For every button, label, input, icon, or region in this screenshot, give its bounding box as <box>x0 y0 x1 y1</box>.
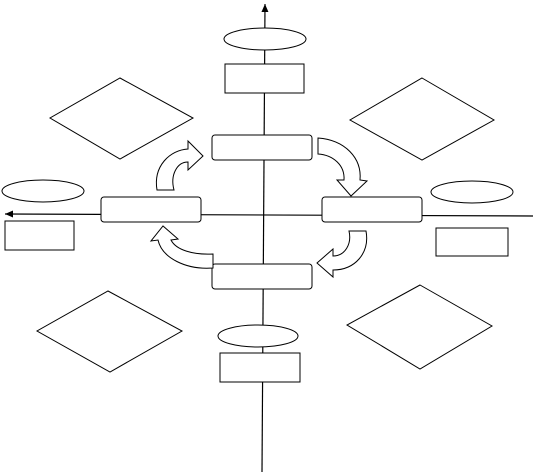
box-right <box>435 227 509 257</box>
box-top <box>224 63 305 94</box>
horizontal-axis <box>4 210 533 218</box>
ellipse-bottom <box>217 324 299 348</box>
cycle-box-left <box>100 196 202 223</box>
cycle-box-bottom <box>211 263 313 290</box>
diamond-bottom-right <box>345 284 493 370</box>
box-left <box>4 220 75 251</box>
curved-arrow-top-left <box>155 139 204 191</box>
ellipse-top <box>223 27 307 51</box>
curved-arrow-bottom-right <box>316 230 368 279</box>
box-bottom <box>219 352 301 383</box>
curved-arrow-top-right <box>317 137 369 197</box>
curved-arrow-bottom-left <box>149 225 214 269</box>
cycle-box-top <box>211 134 313 161</box>
diamond-bottom-left <box>35 290 184 373</box>
diamond-top-right <box>348 77 496 161</box>
diamond-top-left <box>49 77 195 160</box>
cycle-box-right <box>321 196 423 223</box>
ellipse-right <box>430 180 514 204</box>
ellipse-left <box>1 179 85 203</box>
